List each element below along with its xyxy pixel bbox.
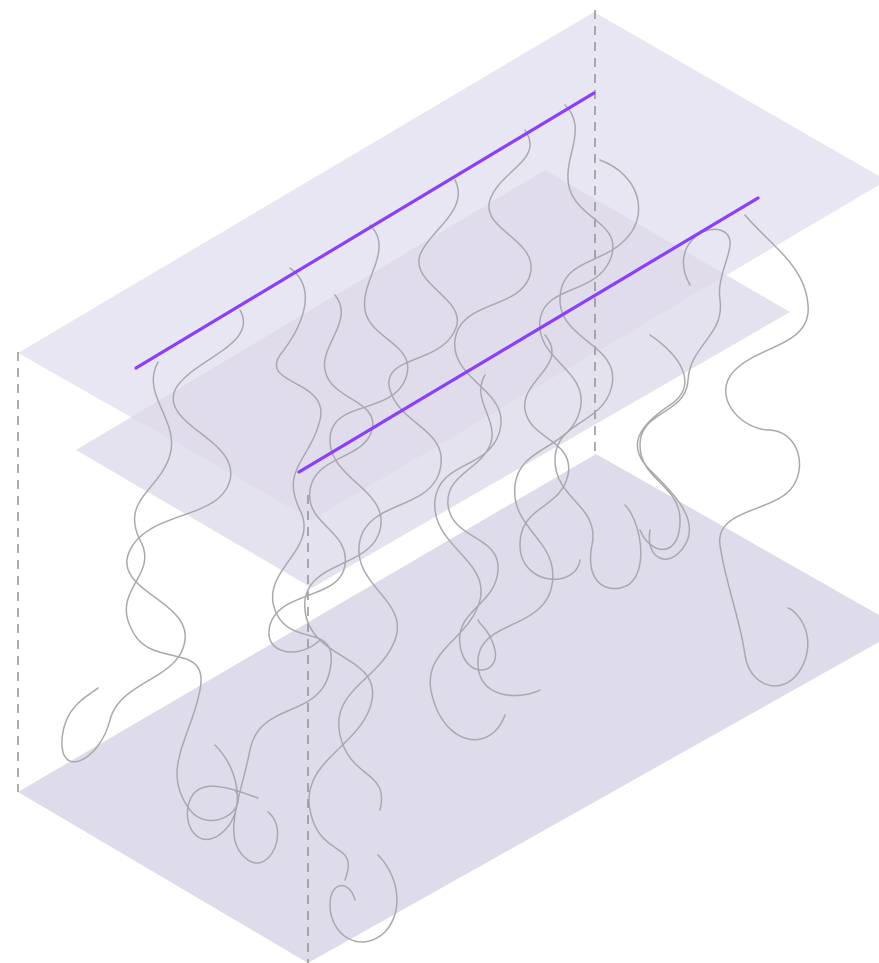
- polymer-chain: [304, 224, 409, 881]
- polymer-chain: [554, 159, 642, 590]
- polymer-chain: [636, 334, 691, 560]
- middle-plane: [76, 170, 790, 588]
- polymer-chain: [268, 294, 374, 653]
- polymer-chain: [125, 361, 239, 822]
- polymer-chain: [186, 744, 259, 841]
- polymer-chain: [447, 374, 499, 671]
- polymer-chain: [337, 179, 459, 811]
- polymer-chain: [429, 129, 532, 741]
- upper-rod: [134, 91, 596, 370]
- polymer-chain: [329, 854, 398, 943]
- polymer-chain: [61, 309, 245, 763]
- polymer-chain: [519, 334, 581, 581]
- polymer-chain: [639, 228, 731, 551]
- polymer-chain: [719, 214, 809, 687]
- polymer-chains: [61, 104, 809, 943]
- bottom-plane: [18, 454, 879, 963]
- polymer-chain: [477, 104, 614, 697]
- polymer-chain: [233, 267, 333, 864]
- lower-rod: [297, 196, 760, 474]
